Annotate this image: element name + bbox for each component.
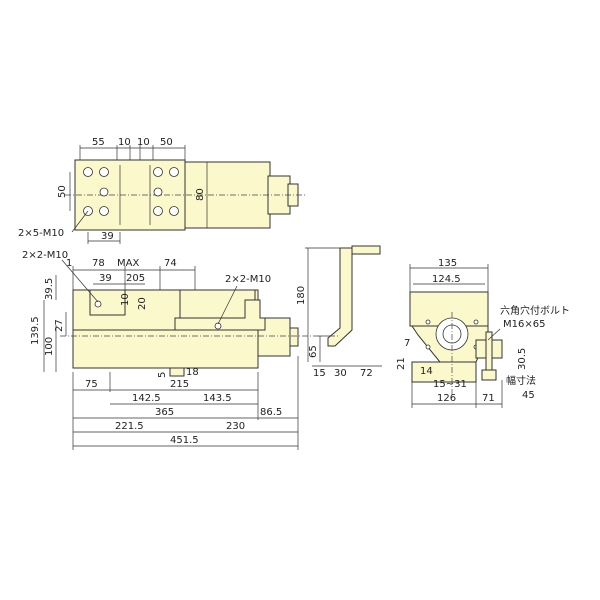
hole-icon (214, 322, 222, 330)
handle-grip (351, 245, 381, 255)
dim-label: 80 (195, 188, 206, 201)
dim-label: 71 (482, 393, 495, 404)
dim-label: 143.5 (203, 393, 232, 404)
side-view: 135 124.5 六角穴付ボルト M16×65 7 21 14 15~31 3… (396, 258, 570, 408)
bolt-size-note: M16×65 (503, 319, 545, 330)
bolt-note: 六角穴付ボルト (500, 304, 570, 317)
dim-label: 75 (85, 379, 98, 390)
dim-label: 30 (334, 368, 347, 379)
hole-icon (153, 206, 163, 216)
leader-line (61, 259, 99, 303)
leader-line (487, 328, 501, 341)
front-view-screw-end (289, 327, 299, 347)
dim-label: 180 (296, 286, 307, 305)
dim-label: 5 (157, 372, 168, 378)
dim-label: 15 (313, 368, 326, 379)
leader-line (217, 285, 238, 325)
dim-label: 74 (164, 258, 177, 269)
dim-label: 10 (118, 137, 131, 148)
dim-label: 86.5 (260, 407, 282, 418)
front-view-key (169, 367, 185, 377)
handle-arm (327, 247, 353, 347)
dim-label: 14 (420, 366, 433, 377)
front-view-moving-jaw (179, 289, 256, 319)
dim-label: 18 (186, 367, 199, 378)
front-view: 1 78 MAX 74 39 205 10 20 2×2-M10 2×2-M10… (22, 250, 330, 450)
front-note-right: 2×2-M10 (225, 274, 271, 285)
dim-label: 135 (438, 258, 457, 269)
clamp-bolt (485, 331, 493, 373)
dim-label: 139.5 (30, 316, 41, 345)
dim-label: 215 (170, 379, 189, 390)
dim-label: 27 (54, 319, 65, 332)
dim-label: 365 (155, 407, 174, 418)
dim-label: 15~31 (433, 379, 467, 390)
dim-label: 78 (92, 258, 105, 269)
side-view-base (411, 361, 477, 383)
dim-label: 10 (120, 293, 131, 306)
clamp-nut (481, 369, 497, 381)
hole-icon (94, 300, 102, 308)
dim-label: 205 (126, 273, 145, 284)
dim-label: 1 (66, 258, 72, 269)
dim-label: 126 (437, 393, 456, 404)
dim-label: 230 (226, 421, 245, 432)
dim-label: 221.5 (115, 421, 144, 432)
dim-label: 50 (160, 137, 173, 148)
hole-icon (99, 167, 109, 177)
dim-label: 30.5 (517, 348, 528, 370)
front-note-left: 2×2-M10 (22, 250, 68, 261)
hole-note: 2×5-M10 (18, 228, 64, 239)
hole-icon (99, 206, 109, 216)
dim-label: 20 (137, 297, 148, 310)
dim-label: 45 (522, 390, 535, 401)
dim-label: 124.5 (432, 274, 461, 285)
dim-label: 142.5 (132, 393, 161, 404)
dim-label: 55 (92, 137, 105, 148)
dim-label: 39 (99, 273, 112, 284)
hole-icon (473, 319, 479, 325)
hole-icon (425, 319, 431, 325)
hole-icon (425, 344, 431, 350)
dim-label: 21 (396, 357, 407, 370)
width-note: 幅寸法 (506, 374, 536, 387)
hole-icon (169, 167, 179, 177)
dim-label: 39 (101, 231, 114, 242)
dim-label: 72 (360, 368, 373, 379)
top-view: 55 10 10 50 50 80 39 2×5-M10 (18, 137, 305, 244)
hole-icon (99, 187, 109, 197)
hole-icon (153, 187, 163, 197)
dim-label: 451.5 (170, 435, 199, 446)
hole-icon (169, 206, 179, 216)
dim-label: 39.5 (44, 278, 55, 300)
handle-view: 180 65 15 30 72 (296, 245, 382, 379)
hole-icon (83, 167, 93, 177)
leader-line (71, 210, 89, 233)
dim-label: 10 (137, 137, 150, 148)
dim-label: 100 (44, 337, 55, 356)
dim-label: MAX (117, 258, 139, 269)
dim-label: 65 (308, 345, 319, 358)
dim-label: 7 (404, 338, 410, 349)
hole-icon (153, 167, 163, 177)
dim-label: 50 (57, 185, 68, 198)
